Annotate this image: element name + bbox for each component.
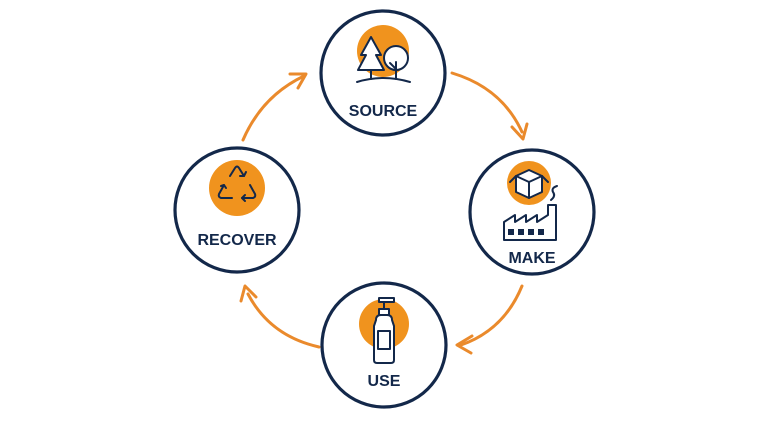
node-source: SOURCE — [319, 9, 447, 137]
flow-arrow-make-to-use — [455, 284, 524, 355]
node-make-ring — [468, 148, 596, 276]
flow-arrow-recover-to-source — [241, 72, 308, 142]
flow-arrow-use-to-recover — [239, 284, 321, 349]
trees-icon — [356, 25, 411, 83]
pump-bottle-icon — [359, 297, 409, 364]
node-use: USE — [320, 281, 448, 409]
node-recover-label: RECOVER — [197, 232, 277, 249]
node-use-label: USE — [368, 373, 401, 390]
node-make: MAKE — [468, 148, 596, 276]
node-recover: RECOVER — [173, 146, 301, 274]
recycle-icon — [209, 160, 265, 216]
box-and-factory-icon — [503, 161, 558, 241]
node-make-label: MAKE — [508, 250, 555, 267]
flow-arrow-source-to-make — [450, 71, 529, 141]
node-source-label: SOURCE — [349, 103, 418, 120]
